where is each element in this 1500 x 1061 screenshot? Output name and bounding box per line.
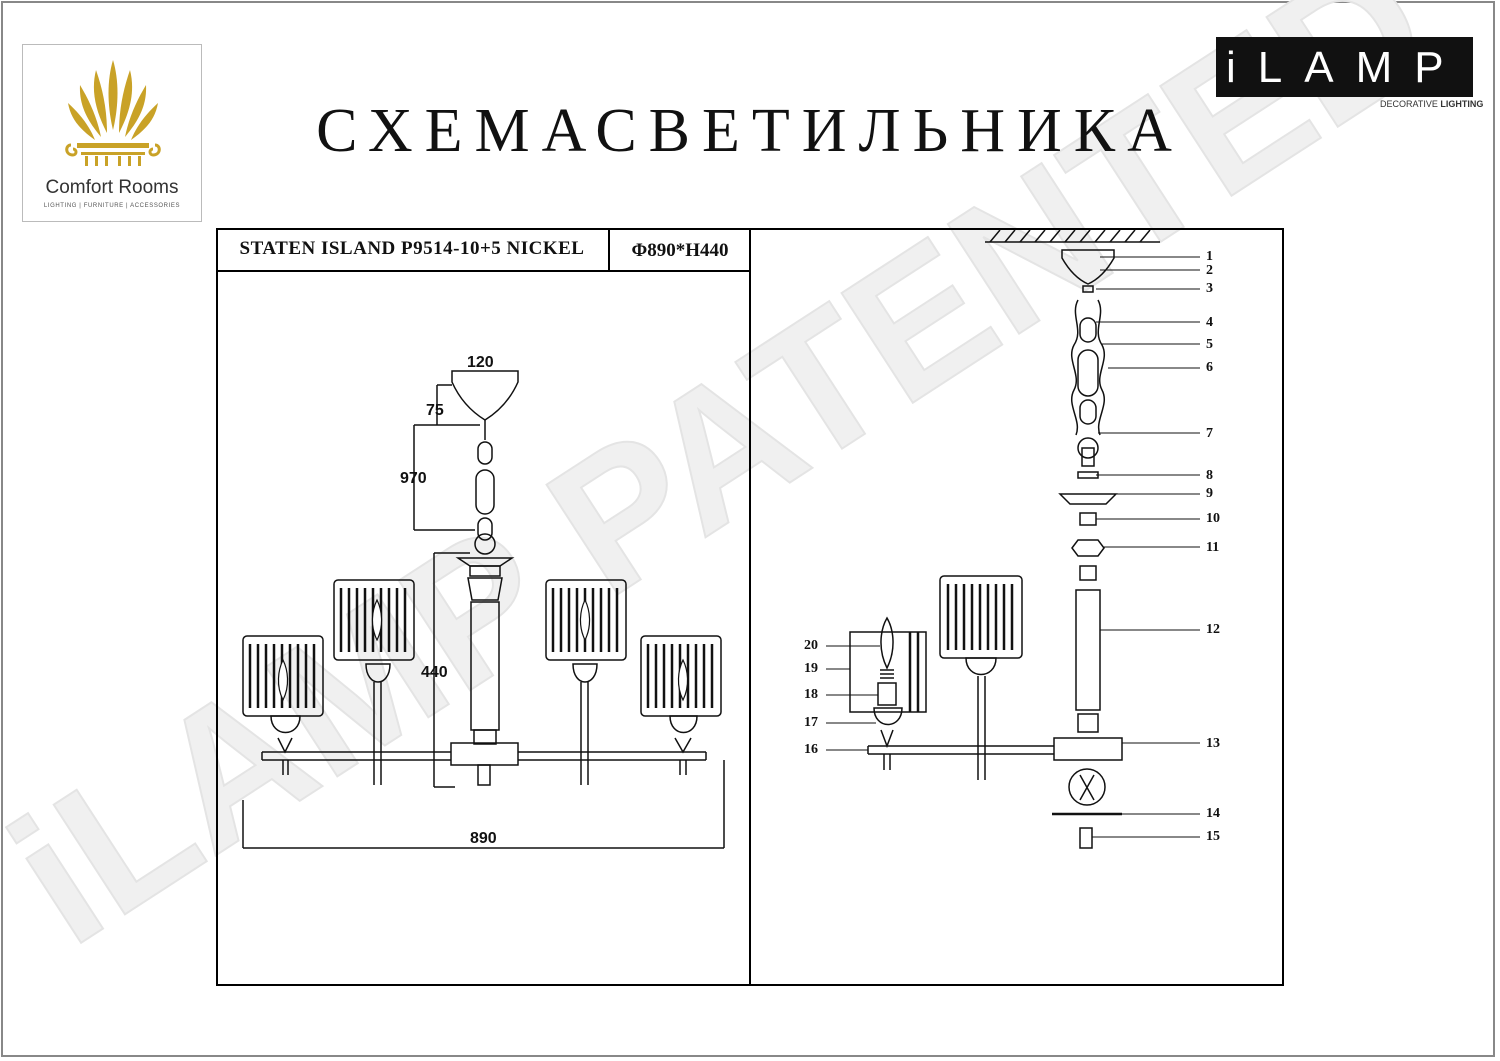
part-number-4: 4: [1206, 315, 1213, 330]
part-number-14: 14: [1206, 806, 1220, 821]
part-number-9: 9: [1206, 486, 1213, 501]
page-title: СХЕМАСВЕТИЛЬНИКА: [316, 97, 1184, 165]
shade-4: [640, 635, 722, 717]
part-number-7: 7: [1206, 426, 1213, 441]
shade-2: [333, 579, 415, 661]
ilamp-logo-text: iLAMP: [1226, 43, 1466, 92]
part-number-10: 10: [1206, 511, 1220, 526]
part-number-16: 16: [804, 742, 818, 757]
comfort-rooms-logo: Comfort Rooms LIGHTING | FURNITURE | ACC…: [22, 44, 202, 222]
shade-3: [545, 579, 627, 661]
part-number-18: 18: [804, 687, 818, 702]
dim-body-height: 440: [421, 664, 448, 681]
part-number-13: 13: [1206, 736, 1220, 751]
part-number-5: 5: [1206, 337, 1213, 352]
dim-canopy-height: 75: [426, 402, 444, 419]
part-number-12: 12: [1206, 622, 1220, 637]
part-number-2: 2: [1206, 263, 1213, 278]
canopy-shape: [451, 370, 519, 421]
shade-1: [242, 635, 324, 717]
part-number-8: 8: [1206, 468, 1213, 483]
model-name: STATEN ISLAND P9514-10+5 NICKEL: [239, 238, 585, 259]
ilamp-sub-bold: LIGHTING: [1440, 99, 1484, 109]
part-number-20: 20: [804, 638, 818, 653]
part-number-17: 17: [804, 715, 818, 730]
dim-total-width: 890: [470, 830, 497, 847]
part-number-15: 15: [1206, 829, 1220, 844]
dim-top-width: 120: [467, 354, 494, 371]
part-number-6: 6: [1206, 360, 1213, 375]
panel-divider: [749, 228, 751, 986]
ilamp-logo: [1216, 37, 1473, 97]
part-number-11: 11: [1206, 540, 1220, 555]
ilamp-sub-prefix: DECORATIVE: [1380, 99, 1438, 109]
overall-dimensions: Φ890*H440: [631, 240, 729, 261]
part-number-1: 1: [1206, 249, 1213, 264]
ilamp-subtitle: DECORATIVE LIGHTING: [1380, 99, 1483, 109]
part-number-3: 3: [1206, 281, 1213, 296]
spec-header-separator: [608, 228, 610, 272]
crown-icon: [65, 60, 161, 166]
brand-tagline: LIGHTING | FURNITURE | ACCESSORIES: [43, 203, 181, 209]
spec-header-row: [216, 228, 751, 272]
part-number-19: 19: [804, 661, 818, 676]
dim-chain-length: 970: [400, 470, 427, 487]
brand-name: Comfort Rooms: [45, 177, 179, 198]
